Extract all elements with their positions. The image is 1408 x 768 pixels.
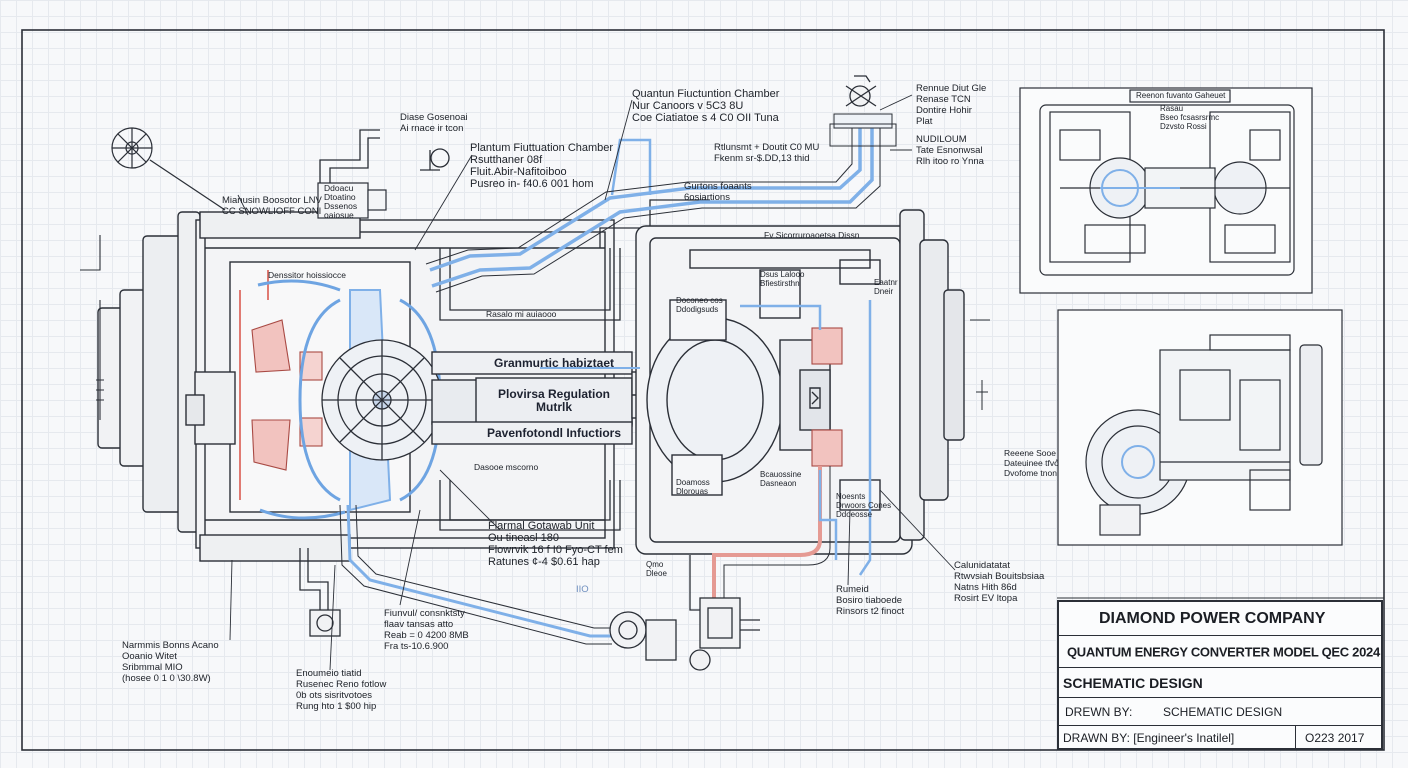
callout-right-inner-b: Doconeo cos Ddodigsuds [676,296,723,314]
right-end-marks [970,319,990,410]
coolant-duct-main [429,120,874,288]
drawing-date: O223 2017 [1305,731,1365,745]
lower-piping [299,480,760,649]
callout-right-top-a: Rennue Diut Gle Renase TCN Dontire Hohir… [916,83,987,127]
callout-bottom-left-b: Enoumeio tiatid Rusenec Reno fotlow 0b o… [296,668,387,712]
callout-calc: Calunidatatat Rtwvsiah Bouitsbsiaa Natns… [954,560,1045,604]
drawing-frame [21,29,1385,751]
drewn-value: SCHEMATIC DESIGN [1163,704,1283,719]
callout-right-inner-a: Dsus Lalooo Bfiestirsthn [760,270,805,288]
small-tag: IIO [576,584,589,595]
top-valve [845,75,877,107]
title-row-drawn: DRAWN BY: [Engineer's Inatilel] O223 201… [1059,726,1381,750]
callout-right-inner-e: Bcauossine Dasneaon [760,470,802,488]
left-gauge [80,235,104,420]
callout-thermal: Flarmal Gotawab Unit Ou tineasl 180 Flow… [488,520,623,568]
callout-right-inner-c: Eaatnr Dneir [874,278,898,296]
callout-bottom-center: Rumeid Bosiro tiaboede Rinsors t2 finoct [836,584,905,617]
band-bottom-label: Pavenfotondl Infuctiors [486,426,621,440]
callout-center-c: Qmo Dleoe [646,560,667,578]
date-cell-divider [1295,726,1296,750]
heat-exchanger-left [239,270,323,500]
callout-inner-left: Denssitor hoissiocce [268,270,346,280]
right-housing [635,209,965,555]
callout-left-box: Ddoacu Dtoatino Dssenos oaiosue [324,183,358,220]
callout-left-panel: Mianusin Boosotor LNV CC SNOWLIOFF CONI [222,195,322,217]
design-type: SCHEMATIC DESIGN [1063,674,1203,691]
callout-quantum-top: Quantun Fiuctuntion Chamber Nur Canoors … [632,88,780,124]
callout-right-inner-d: Doamoss Dlorouas [676,478,710,496]
detail-box-labels: Rasau Bseo fcsasrsrmc Dzvsto Rossi [1160,104,1220,131]
funnel-duct-outline [339,504,612,645]
turbine-wheel-icon [111,127,226,211]
title-row-model: QUANTUM ENERGY CONVERTER MODEL QEC 2024 [1059,636,1381,668]
callout-right-inner-f: Noesnts Drwoors Cones Ddoeosse [836,492,892,519]
heat-exchanger-right [712,327,843,640]
title-row-design: SCHEMATIC DESIGN [1059,668,1381,698]
left-instrument-box [317,182,387,219]
callout-center-b: Dasooe mscorno [474,462,539,472]
callout-detail-caption: Reeene Sooe Dateuinee tfvo Dvofome tnon [1004,448,1059,478]
callout-quantum-fluid: Gurtons foaants 6osiartions [684,181,752,203]
title-row-drewn: DREWN BY: SCHEMATIC DESIGN [1059,698,1381,726]
callout-bottom-left-a: Narmmis Bonns Acano Ooanio Witet Sribmma… [122,640,219,684]
detail-box-title: Reenon fuvanto Gaheuet [1136,91,1226,100]
funnel-duct [346,504,612,638]
coolant-duct-outline [425,113,897,293]
detail-view-bottom [1057,309,1343,546]
callout-center-a: Rasalo mi auiaooo [486,309,557,319]
callout-right-top-b: NUDILOUM Tate Esnonwsal Rlh itoo ro Ynna [916,134,984,167]
reactor-core [321,339,443,461]
pump-unit [609,611,711,671]
drewn-label: DREWN BY: [1065,704,1133,719]
callout-right-housing-top: Fv Sicorruroaoetsa Dissn [764,230,860,240]
coolant-loop-right [540,300,872,576]
callout-top-left-small: Diase Gosenoai Ai rnace ir tcon [400,112,468,134]
detail-view-top [1019,87,1313,294]
title-block: DIAMOND POWER COMPANY QUANTUM ENERGY CON… [1057,600,1383,750]
band-middle-label: Plovirsa Regulation Mutrlk [497,387,611,414]
drawn-label: DRAWN BY: [Engineer's Inatilel] [1063,731,1235,745]
model-name: QUANTUM ENERGY CONVERTER MODEL QEC 2024 [1067,644,1380,659]
title-row-company: DIAMOND POWER COMPANY [1059,602,1381,636]
company-name: DIAMOND POWER COMPANY [1099,609,1326,627]
band-top-label: Granmurtic habiztaet [493,356,615,370]
callout-mid-top: Rtlunsmt + Doutit C0 MU Fkenm sr-$.DD,13… [714,142,820,164]
callout-funnel: Fiunvul/ consnktsty flaav tansas atto Re… [384,608,469,652]
callout-plenum-left: Plantum Fiuttuation Chamber Rsutthaner 0… [470,142,614,190]
